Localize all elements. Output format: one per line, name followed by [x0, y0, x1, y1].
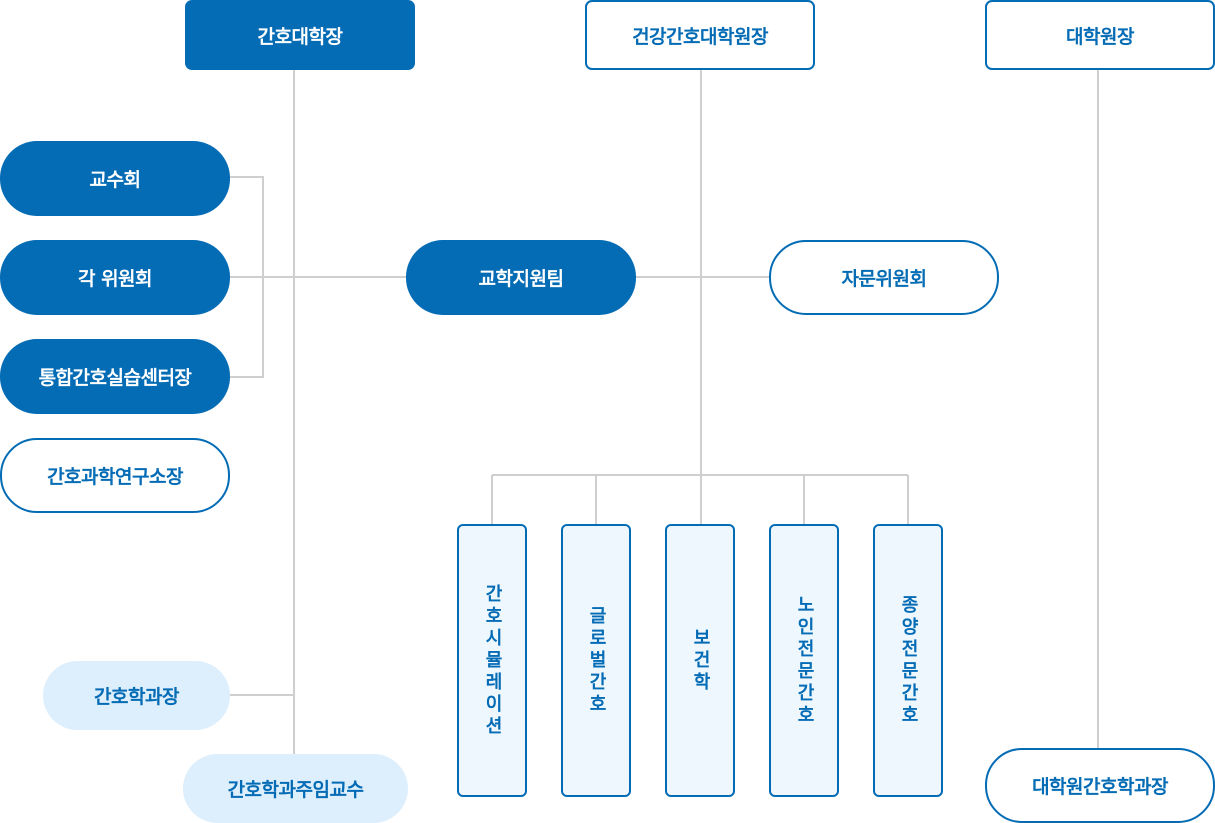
- major-nursing-simulation: 간호시뮬레이션: [457, 524, 527, 797]
- graduate-dean-box: 대학원장: [985, 0, 1215, 70]
- major-gerontological-nursing: 노인전문간호: [769, 524, 839, 797]
- faculty-council-box: 교수회: [0, 141, 230, 216]
- advisory-committee-box: 자문위원회: [769, 240, 999, 315]
- health-institute-head-box: 건강간호대학원장: [585, 0, 815, 70]
- research-institute-box: 간호과학연구소장: [0, 438, 230, 513]
- major-public-health: 보건학: [665, 524, 735, 797]
- committees-box: 각 위원회: [0, 240, 230, 315]
- major-global-nursing: 글로벌간호: [561, 524, 631, 797]
- dean-box: 간호대학장: [185, 0, 415, 70]
- academic-support-team-box: 교학지원팀: [406, 240, 636, 315]
- simulation-center-box: 통합간호실습센터장: [0, 339, 230, 414]
- dept-chair-box: 간호학과장: [43, 661, 230, 730]
- dept-head-professor-box: 간호학과주임교수: [183, 754, 408, 823]
- major-oncology-nursing: 종양전문간호: [873, 524, 943, 797]
- grad-nursing-chair-box: 대학원간호학과장: [985, 748, 1215, 823]
